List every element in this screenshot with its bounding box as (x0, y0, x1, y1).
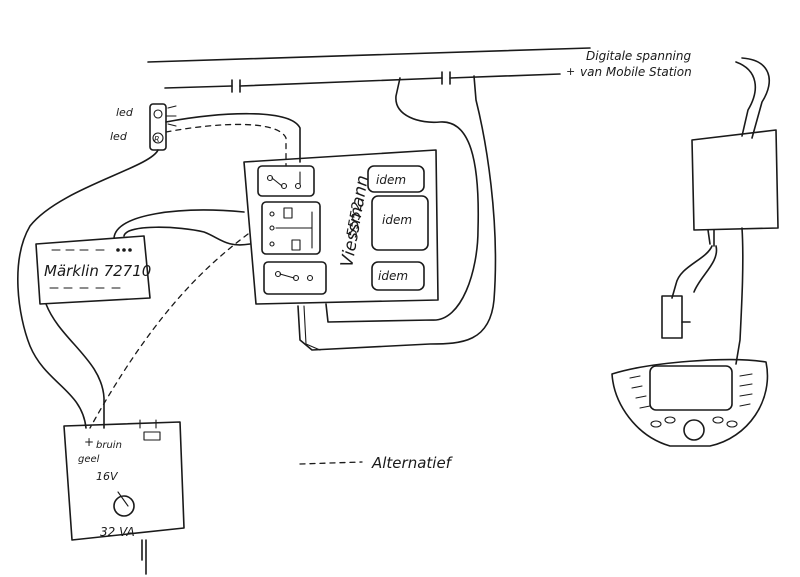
legend-dash-sample (299, 461, 363, 465)
legend-label: Alternatief (371, 454, 454, 472)
rail-cable-1 (325, 77, 480, 323)
track-rails (147, 47, 591, 93)
led-label-1: led (116, 106, 134, 119)
trafo-geel: geel (78, 454, 100, 465)
marklin-cable-1 (113, 209, 245, 239)
digital-voltage-label-2: van Mobile Station (580, 65, 692, 79)
viessmann-number: 5552 (344, 201, 366, 239)
led-cable-dashed (165, 123, 287, 167)
marklin-module (35, 235, 151, 305)
cable-to-box (741, 57, 771, 139)
trafo-va: 32 VA (100, 525, 135, 539)
transformer (63, 419, 185, 575)
trafo-plus: + (84, 435, 94, 449)
marklin-cable-2 (123, 226, 251, 246)
cable-to-box-2 (735, 61, 756, 137)
led-to-trafo-cable (17, 149, 159, 429)
box-cable-1 (671, 245, 713, 299)
box-to-station-cable (735, 227, 744, 365)
rail-cable-2 (297, 75, 497, 351)
led-cable (165, 112, 301, 163)
marklin-label: Märklin 72710 (44, 262, 151, 280)
trafo-volt: 16V (96, 470, 119, 483)
rail-cable-3 (303, 305, 321, 351)
interface-box (691, 129, 779, 247)
digital-voltage-label-1: Digitale spanning (586, 49, 691, 63)
marklin-to-trafo-cable (45, 303, 105, 429)
trafo-bruin: bruin (96, 440, 122, 451)
plus-sign: + (566, 65, 575, 78)
idem-label-2: idem (382, 213, 412, 227)
idem-label-3: idem (378, 269, 408, 283)
connector-plug (661, 295, 683, 339)
box-cable-2 (693, 245, 718, 293)
alternative-dashed-route (89, 233, 249, 429)
mobile-station (611, 358, 769, 447)
viessmann-module (243, 149, 439, 305)
led-resistor-label: R (154, 135, 160, 144)
idem-label-1: idem (376, 173, 406, 187)
led-label-2: led (110, 130, 128, 143)
